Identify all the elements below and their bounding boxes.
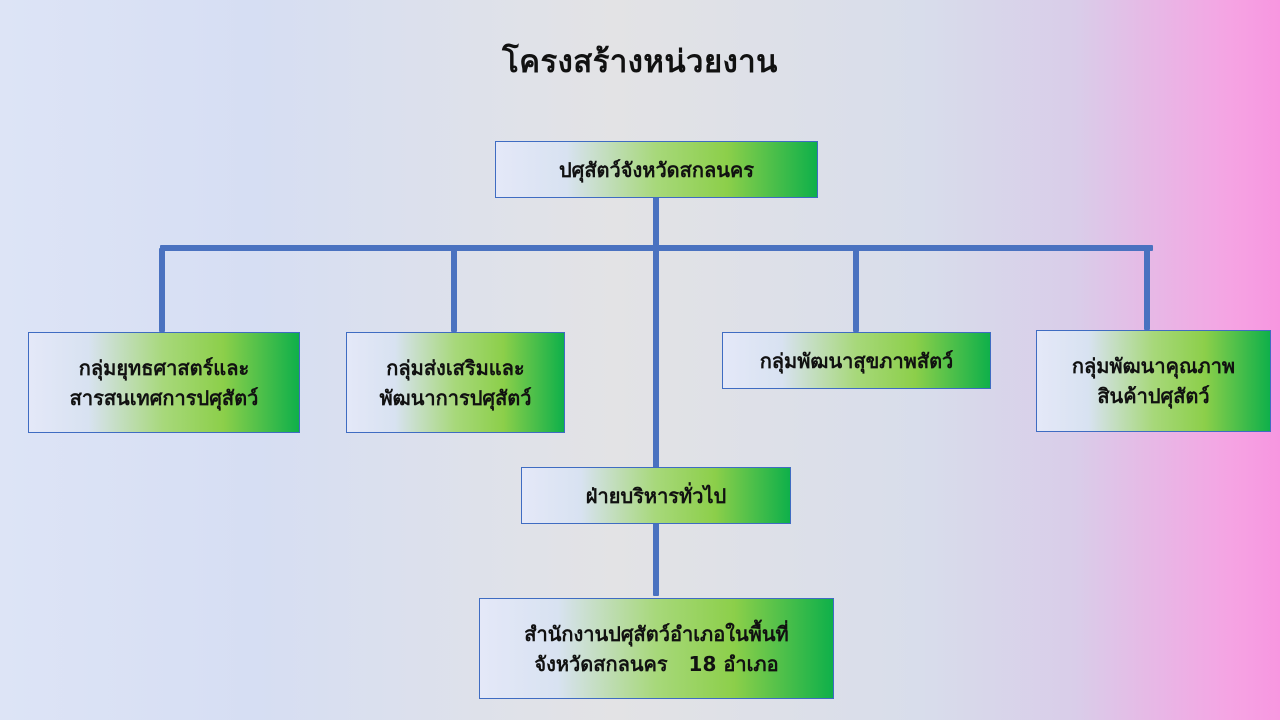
node-strategy-group: กลุ่มยุทธศาสตร์และ สารสนเทศการปศุสัตว์ (28, 332, 300, 433)
node-label-line-2: สารสนเทศการปศุสัตว์ (69, 385, 259, 410)
node-promotion-group: กลุ่มส่งเสริมและ พัฒนาการปศุสัตว์ (346, 332, 565, 433)
connector-quality (1144, 248, 1150, 330)
node-label: ฝ่ายบริหารทั่วไป (585, 483, 727, 508)
connector-strategy (159, 248, 165, 332)
node-label: กลุ่มพัฒนาสุขภาพสัตว์ (759, 348, 954, 373)
node-animal-health-group: กลุ่มพัฒนาสุขภาพสัตว์ (722, 332, 991, 389)
node-label-line-1: กลุ่มส่งเสริมและ (386, 355, 525, 380)
node-label-line-2: พัฒนาการปศุสัตว์ (379, 385, 532, 410)
node-label: ปศุสัตว์จังหวัดสกลนคร (558, 157, 755, 182)
connector-promotion (451, 248, 457, 332)
node-label-line-2: สินค้าปศุสัตว์ (1097, 384, 1210, 408)
node-label-line-1: กลุ่มยุทธศาสตร์และ (78, 355, 250, 380)
connector-health (853, 248, 859, 332)
node-product-quality-group: กลุ่มพัฒนาคุณภาพ สินค้าปศุสัตว์ (1036, 330, 1271, 432)
connector-root-trunk (653, 197, 659, 596)
node-label-line-1: สำนักงานปศุสัตว์อำเภอในพื้นที่ (524, 621, 789, 646)
node-provincial-livestock-office: ปศุสัตว์จังหวัดสกลนคร (495, 141, 818, 198)
page-title: โครงสร้างหน่วยงาน (502, 44, 778, 80)
node-district-offices: สำนักงานปศุสัตว์อำเภอในพื้นที่ จังหวัดสก… (479, 598, 834, 699)
node-label-line-1: กลุ่มพัฒนาคุณภาพ (1071, 354, 1236, 378)
node-general-admin: ฝ่ายบริหารทั่วไป (521, 467, 791, 524)
node-label-line-2: จังหวัดสกลนคร 18 อำเภอ (534, 651, 779, 676)
